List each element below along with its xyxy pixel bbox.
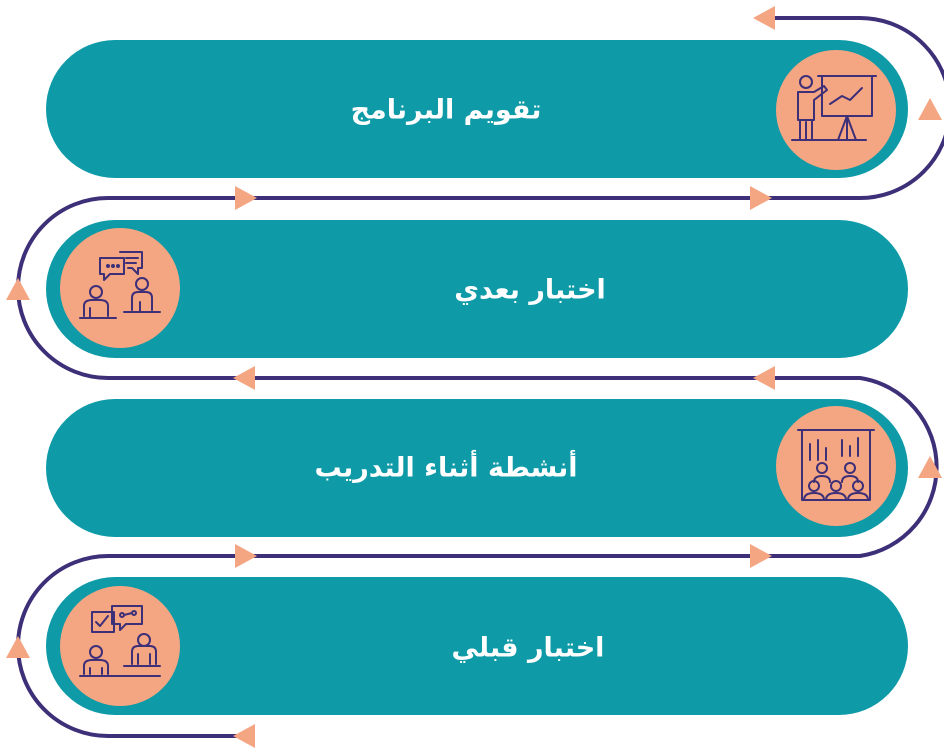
arrow-right-up-2 [918,456,942,478]
arrow-row1-right [750,186,772,210]
arrow-row3-right [750,544,772,568]
step-label-training-activities: أنشطة أثناء التدريب [314,452,578,484]
step-pill-4 [46,577,908,715]
arrow-row3-left [235,544,257,568]
icon-circle-3 [776,406,896,526]
connector-top-right [188,16,944,200]
arrow-row1-left [235,186,257,210]
step-label-post-test: اختبار بعدي [454,274,606,306]
arrow-row2-left [233,366,255,390]
flow-arrows [6,6,942,748]
arrow-top-left [753,6,775,30]
step-pill-2 [46,220,908,358]
step-pill-3 [46,399,908,537]
step-pills [46,40,908,715]
arrow-left-up-1 [6,278,30,300]
icon-circle-1 [776,50,896,170]
step-pill-1 [46,40,908,178]
arrow-bottom-left [233,724,255,748]
training-session-icon [797,429,875,501]
step-label-evaluation: تقويم البرنامج [350,94,542,126]
arrow-row2-right [753,366,775,390]
discussion-icon [79,251,161,319]
icon-circle-4 [60,586,180,706]
connector-right-middle [188,376,939,558]
step-label-pre-test: اختبار قبلي [451,632,605,664]
presentation-board-icon [791,75,877,141]
arrow-right-up-1 [918,98,942,120]
icon-circle-2 [60,228,180,348]
arrow-left-up-2 [6,636,30,658]
test-checklist-icon [79,605,161,677]
